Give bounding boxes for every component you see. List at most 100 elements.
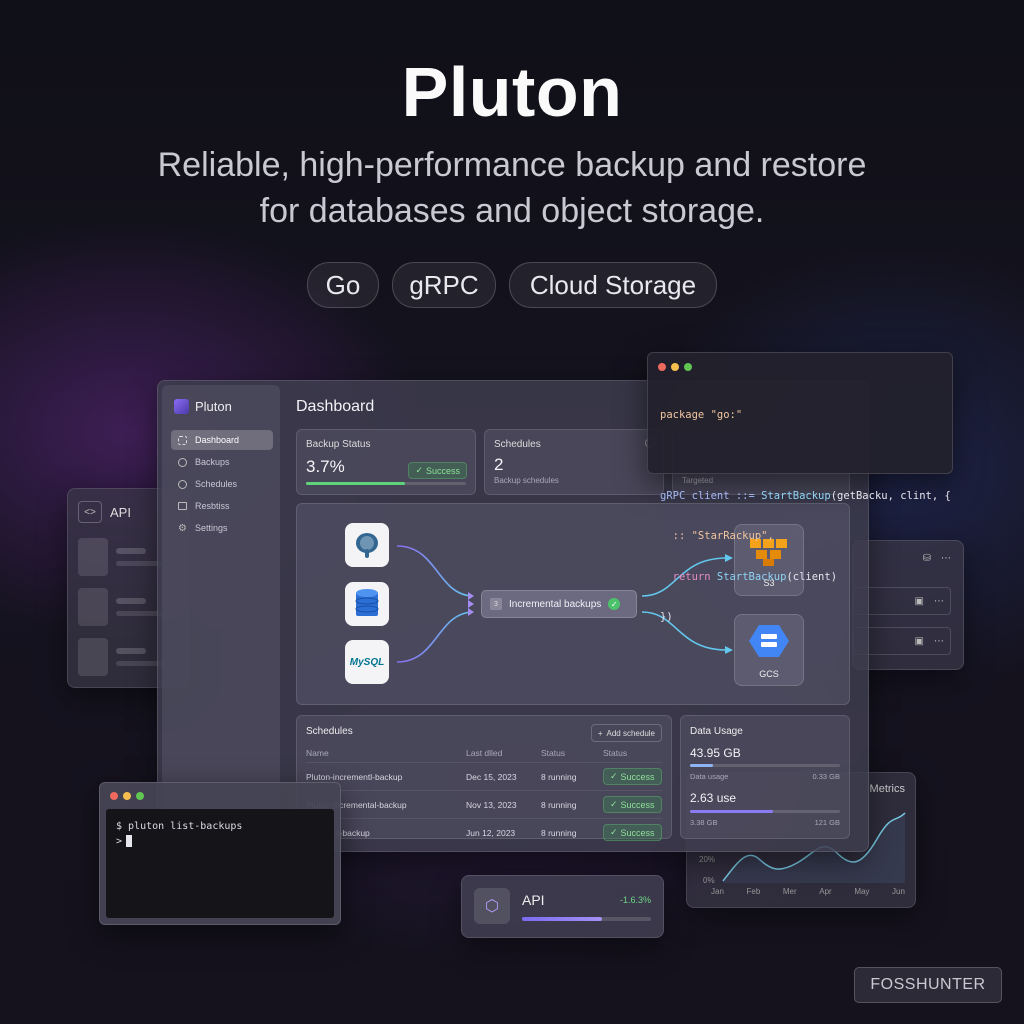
destination-label: GCS (759, 669, 779, 679)
schedules-card-title: Schedules (494, 439, 541, 450)
data-usage-secondary-left: 3.38 GB (690, 818, 718, 827)
terminal-body[interactable]: $ pluton list-backups > (106, 809, 334, 918)
app-window: Pluton Dashboard Backups Schedules Resbt… (157, 380, 869, 852)
gcs-destination[interactable]: GCS (734, 614, 804, 686)
step-number: 3 (490, 598, 502, 610)
schedule-state: 8 running (541, 790, 603, 819)
hero-subtitle-line-2: for databases and object storage. (259, 192, 765, 230)
code-brackets-icon: <> (78, 501, 102, 523)
more-icon[interactable]: ⋯ (941, 553, 951, 564)
add-schedule-button[interactable]: +Add schedule (590, 724, 662, 742)
column-header: Status (541, 748, 566, 758)
sidebar-item-dashboard[interactable]: Dashboard (171, 430, 273, 450)
sidebar-item-label: Settings (195, 523, 228, 533)
backup-progress-bar (306, 482, 466, 485)
backup-status-title: Backup Status (306, 439, 371, 450)
code-token: StartBackup (761, 489, 831, 502)
data-usage-title: Data Usage (690, 726, 743, 737)
mysql-logo-text: MySQL (349, 656, 385, 668)
api-card-fill (522, 917, 602, 921)
schedule-last-run: Jun 12, 2023 (466, 818, 541, 846)
status-badge: ✓ Success (603, 768, 662, 785)
backup-pipeline: MySQL 3 Incremental backups ✓ S3 GCS (296, 503, 850, 705)
schedules-table-title: Schedules (306, 726, 353, 737)
page-title: Dashboard (296, 398, 375, 415)
incremental-backups-node[interactable]: 3 Incremental backups ✓ (481, 590, 637, 618)
sidebar-item-schedules[interactable]: Schedules (171, 474, 273, 494)
column-header: Name (306, 748, 329, 758)
sidebar-item-resbtiss[interactable]: Resbtiss (171, 496, 273, 516)
maximize-icon[interactable] (684, 363, 692, 371)
pipeline-connectors (396, 545, 733, 663)
metrics-y-label: 0% (703, 876, 715, 885)
data-usage-primary-value: 43.95 GB (690, 746, 741, 760)
mysql-icon: MySQL (345, 640, 389, 684)
more-icon[interactable]: ⋯ (934, 595, 944, 607)
sidebar: Pluton Dashboard Backups Schedules Resbt… (162, 385, 280, 847)
minimize-icon[interactable] (123, 792, 131, 800)
metrics-x-label: Feb (746, 887, 761, 896)
window-controls (658, 363, 692, 371)
data-usage-primary-bar (690, 764, 840, 767)
api-icon: ⬡ (474, 888, 510, 924)
schedules-card[interactable]: Schedules 2 Backup schedules (484, 429, 664, 495)
metrics-x-label: Jun (892, 887, 905, 896)
terminal-command: $ pluton list-backups (116, 821, 243, 832)
copy-icon[interactable]: ▣ (914, 595, 924, 607)
data-usage-card: Data Usage 43.95 GB Data usage 0.33 GB 2… (680, 715, 850, 839)
api-side-list (78, 537, 178, 677)
copy-icon[interactable]: ▣ (914, 635, 924, 647)
watermark: FOSSHUNTER (854, 967, 1002, 1003)
watermark-text: FOSSHUNTER (870, 976, 986, 993)
data-usage-primary-left: Data usage (690, 772, 729, 781)
close-icon[interactable] (110, 792, 118, 800)
sidebar-item-label: Resbtiss (195, 501, 230, 511)
api-card-title: API (522, 892, 545, 908)
code-line: }) (660, 611, 673, 623)
column-header[interactable]: Last dlled (466, 748, 503, 758)
more-icon[interactable]: ⋯ (934, 635, 944, 647)
terminal-prompt: > (116, 835, 123, 847)
list-item (78, 587, 178, 627)
brand-name: Pluton (195, 399, 232, 414)
minimize-icon[interactable] (671, 363, 679, 371)
api-card-change: -1.6.3% (619, 895, 651, 905)
targeted-caption: Targeted (682, 476, 714, 485)
metrics-x-label: Jan (711, 887, 724, 896)
data-usage-primary-fill (690, 764, 713, 767)
metrics-x-label: Mer (782, 887, 797, 896)
tag-cloud-storage: Cloud Storage (509, 262, 717, 308)
table-row[interactable]: Pluton-ificremental-backup Nov 13, 2023 … (306, 790, 662, 819)
s3-destination[interactable]: S3 (734, 524, 804, 596)
status-badge: ✓ Success (603, 796, 662, 813)
postgresql-icon (345, 523, 389, 567)
sidebar-item-settings[interactable]: ⚙ Settings (171, 518, 273, 538)
data-usage-secondary-bar (690, 810, 840, 813)
code-line: package "go:" (660, 409, 743, 421)
close-icon[interactable] (658, 363, 666, 371)
backup-status-card[interactable]: Backup Status 3.7% ✓Success (296, 429, 476, 495)
table-row[interactable]: Pluton-incrementl-backup Dec 15, 2023 8 … (306, 762, 662, 791)
gcs-icon (749, 623, 789, 664)
metrics-x-label: May (854, 887, 870, 896)
maximize-icon[interactable] (136, 792, 144, 800)
badge-label: Success (620, 827, 655, 838)
data-usage-secondary-fill (690, 810, 773, 813)
sidebar-item-label: Schedules (195, 479, 238, 489)
hero-title: Pluton (401, 53, 623, 131)
status-cell: ✓ Success (603, 818, 662, 846)
sidebar-brand[interactable]: Pluton (174, 399, 232, 414)
sidebar-nav: Dashboard Backups Schedules Resbtiss ⚙ S… (171, 430, 273, 540)
table-row[interactable]: Pluton-ol-backup Jun 12, 2023 8 running … (306, 818, 662, 846)
api-card[interactable]: ⬡ API -1.6.3% (461, 875, 664, 938)
api-side-panel-title: API (110, 504, 131, 520)
backup-progress-fill (306, 482, 406, 485)
schedule-last-run: Nov 13, 2023 (466, 790, 541, 819)
list-item (78, 537, 178, 577)
sidebar-item-backups[interactable]: Backups (171, 452, 273, 472)
terminal-cursor (126, 835, 133, 847)
api-card-bar (522, 917, 651, 921)
backup-status-value: 3.7% (306, 457, 345, 476)
metrics-y-label: 20% (699, 855, 716, 864)
tag-grpc: gRPC (392, 262, 496, 308)
